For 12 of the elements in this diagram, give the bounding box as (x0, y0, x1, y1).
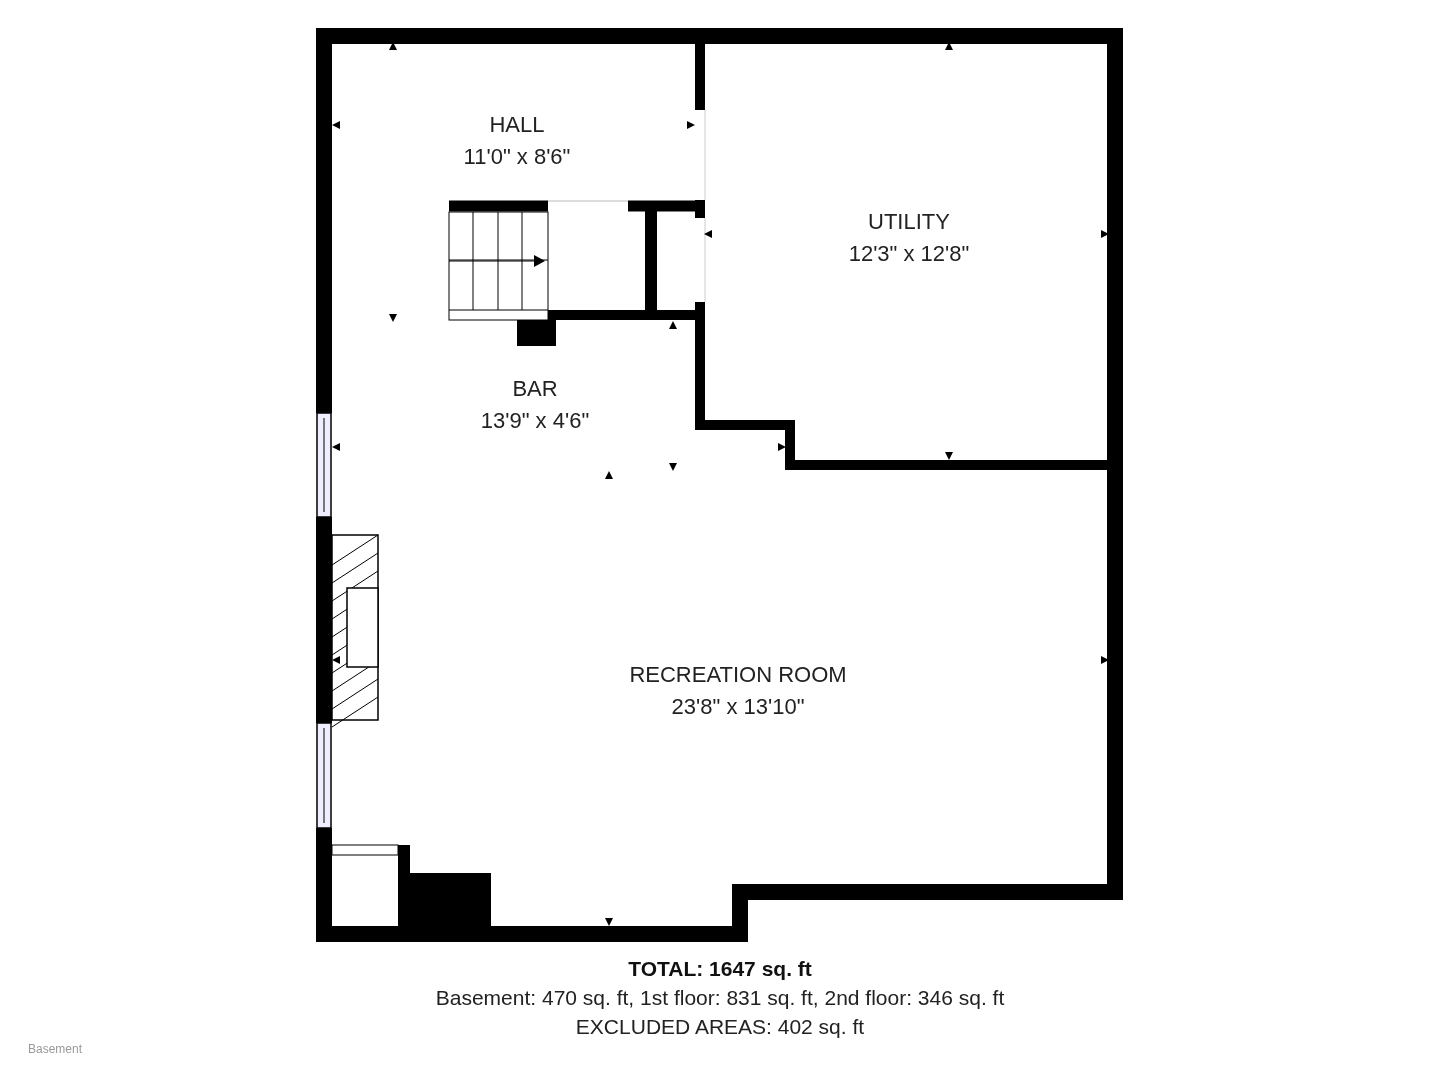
room-name: RECREATION ROOM (629, 664, 847, 686)
floor-name: Basement (28, 1043, 82, 1055)
room-dimensions: 23'8" x 13'10" (671, 696, 805, 718)
room-name: BAR (512, 378, 558, 400)
total-area: TOTAL: 1647 sq. ft (628, 957, 812, 979)
room-name: HALL (489, 114, 545, 136)
room-dimensions: 13'9" x 4'6" (480, 410, 590, 432)
room-dimensions: 11'0" x 8'6" (463, 146, 571, 168)
area-summary: Basement: 470 sq. ft, 1st floor: 831 sq. ft, 2nd floor: 346 sq. ft (435, 986, 1005, 1008)
room-name: UTILITY (868, 211, 950, 233)
area-summary: EXCLUDED AREAS: 402 sq. ft (575, 1015, 865, 1037)
room-dimensions: 12'3" x 12'8" (848, 243, 970, 265)
